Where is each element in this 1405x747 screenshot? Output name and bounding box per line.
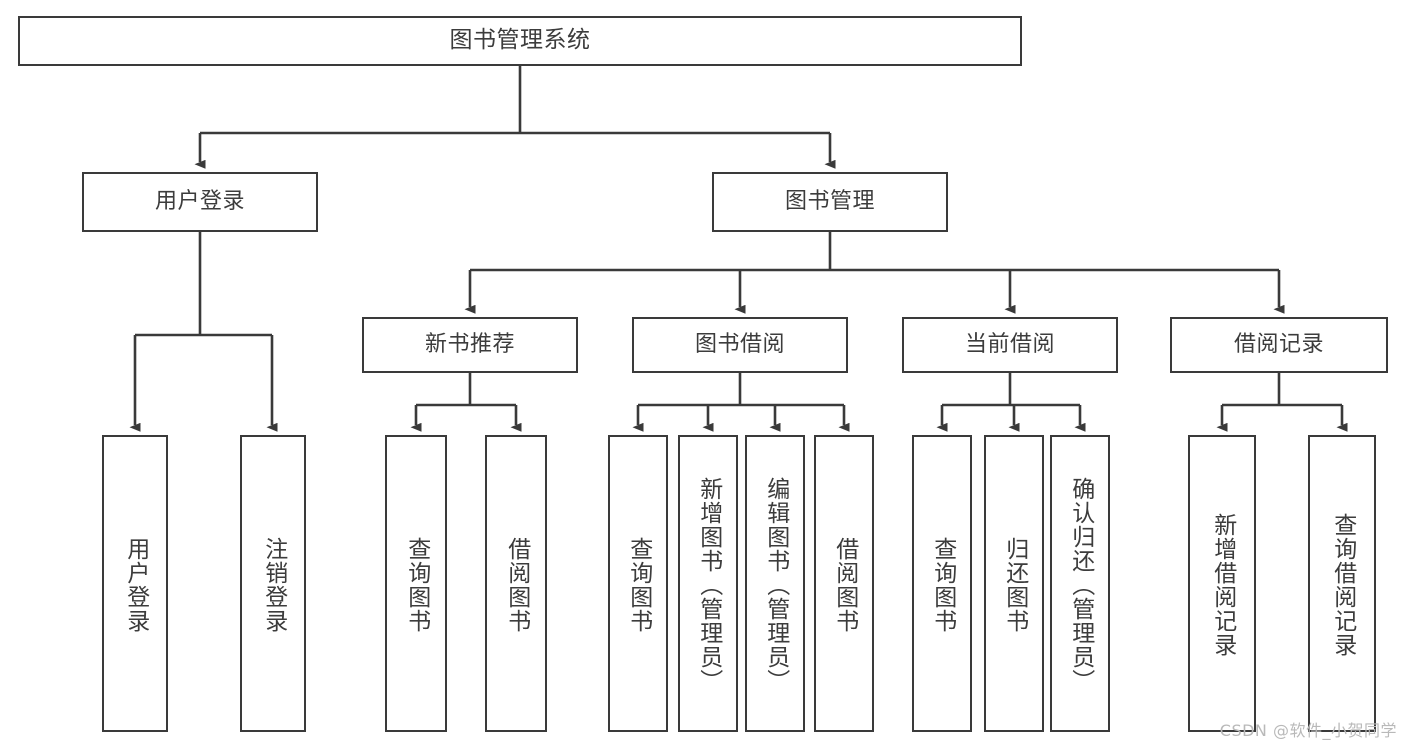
node-current-borrow-label: 当前借阅 bbox=[964, 332, 1055, 358]
leaf-query-record-label: 查询借阅记录 bbox=[1329, 512, 1356, 657]
node-new-book-rec[interactable]: 新书推荐 bbox=[362, 317, 578, 373]
leaf-borrow-book-rec-label: 借阅图书 bbox=[503, 536, 530, 633]
node-new-book-rec-label: 新书推荐 bbox=[424, 332, 515, 358]
node-user-login[interactable]: 用户登录 bbox=[82, 172, 318, 232]
leaf-query-book-current[interactable]: 查询图书 bbox=[912, 435, 972, 732]
leaf-add-record-label: 新增借阅记录 bbox=[1209, 512, 1236, 657]
leaf-query-record[interactable]: 查询借阅记录 bbox=[1308, 435, 1376, 732]
leaf-borrow-book-label: 借阅图书 bbox=[831, 536, 858, 633]
leaf-query-book-borrow-label: 查询图书 bbox=[625, 536, 652, 633]
leaf-add-book-label: 新增图书（管理员） bbox=[695, 476, 722, 693]
leaf-query-book-rec[interactable]: 查询图书 bbox=[385, 435, 447, 732]
node-book-manage-label: 图书管理 bbox=[784, 189, 875, 215]
node-book-manage[interactable]: 图书管理 bbox=[712, 172, 948, 232]
leaf-add-book[interactable]: 新增图书（管理员） bbox=[678, 435, 738, 732]
node-user-login-label: 用户登录 bbox=[154, 189, 245, 215]
leaf-query-book-borrow[interactable]: 查询图书 bbox=[608, 435, 668, 732]
leaf-return-book[interactable]: 归还图书 bbox=[984, 435, 1044, 732]
leaf-query-book-current-label: 查询图书 bbox=[929, 536, 956, 633]
node-book-borrow[interactable]: 图书借阅 bbox=[632, 317, 848, 373]
leaf-query-book-rec-label: 查询图书 bbox=[403, 536, 430, 633]
leaf-confirm-return-label: 确认归还（管理员） bbox=[1067, 476, 1094, 693]
leaf-user-login[interactable]: 用户登录 bbox=[102, 435, 168, 732]
leaf-user-login-label: 用户登录 bbox=[122, 536, 149, 633]
leaf-borrow-book-rec[interactable]: 借阅图书 bbox=[485, 435, 547, 732]
node-borrow-record[interactable]: 借阅记录 bbox=[1170, 317, 1388, 373]
leaf-add-record[interactable]: 新增借阅记录 bbox=[1188, 435, 1256, 732]
node-borrow-record-label: 借阅记录 bbox=[1233, 332, 1324, 358]
leaf-logout[interactable]: 注销登录 bbox=[240, 435, 306, 732]
node-book-borrow-label: 图书借阅 bbox=[694, 332, 785, 358]
leaf-return-book-label: 归还图书 bbox=[1001, 536, 1028, 633]
node-current-borrow[interactable]: 当前借阅 bbox=[902, 317, 1118, 373]
leaf-confirm-return[interactable]: 确认归还（管理员） bbox=[1050, 435, 1110, 732]
leaf-borrow-book[interactable]: 借阅图书 bbox=[814, 435, 874, 732]
csdn-watermark: CSDN @软件_小贺同学 bbox=[1219, 721, 1397, 740]
leaf-edit-book[interactable]: 编辑图书（管理员） bbox=[745, 435, 805, 732]
leaf-logout-label: 注销登录 bbox=[260, 536, 287, 633]
leaf-edit-book-label: 编辑图书（管理员） bbox=[762, 476, 789, 693]
node-root[interactable]: 图书管理系统 bbox=[18, 16, 1022, 66]
node-root-label: 图书管理系统 bbox=[449, 27, 591, 54]
